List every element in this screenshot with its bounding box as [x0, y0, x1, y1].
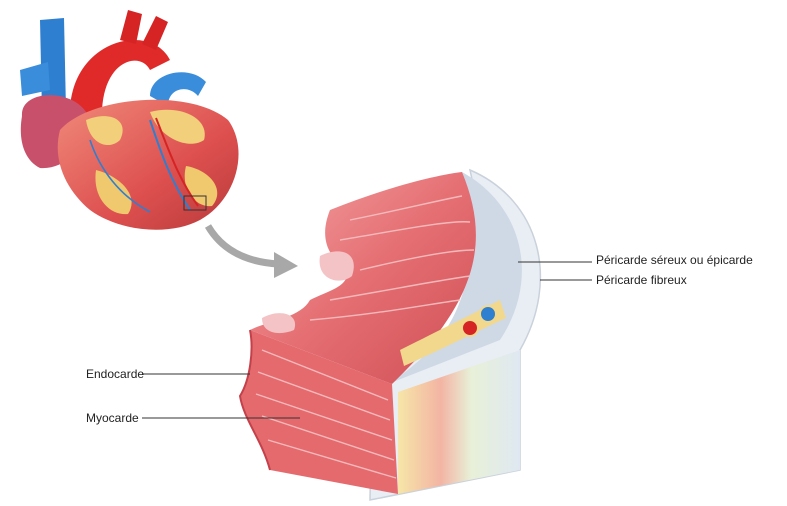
artery-dot: [462, 320, 478, 336]
label-endocarde: Endocarde: [86, 367, 144, 381]
vein-dot: [480, 306, 496, 322]
zoom-arrow: [208, 226, 298, 278]
label-myocarde: Myocarde: [86, 411, 139, 425]
heart-wall-section: [240, 170, 540, 500]
heart-illustration: [20, 10, 239, 230]
label-pericarde-fibreux: Péricarde fibreux: [596, 273, 687, 287]
label-epicarde: Péricarde séreux ou épicarde: [596, 253, 753, 267]
